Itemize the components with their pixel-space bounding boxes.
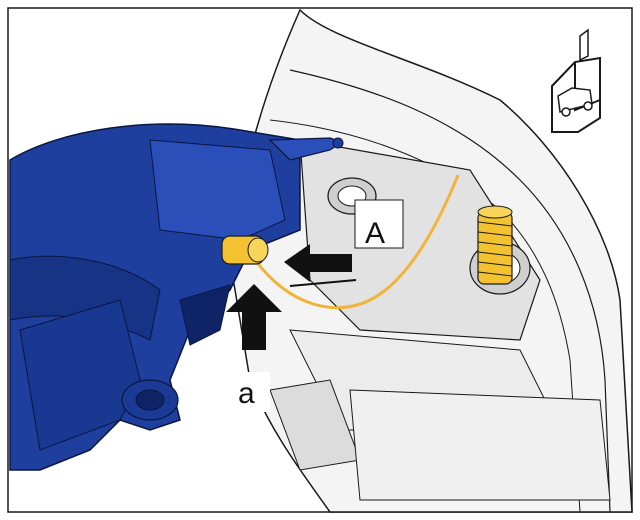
direction-arrow-a (226, 284, 282, 350)
callout-a-box (232, 372, 270, 412)
release-cable (248, 174, 460, 310)
cable-plug (221, 235, 269, 265)
spring-clip (477, 205, 513, 285)
direction-arrow-A (284, 244, 357, 287)
callout-a-label: a (238, 377, 255, 410)
callout-A: A (354, 199, 404, 250)
headlamp-housing (9, 123, 344, 471)
vehicle-side-view-icon (551, 28, 601, 133)
vehicle-body-panel (229, 8, 633, 513)
callout-A-label: A (365, 217, 385, 250)
